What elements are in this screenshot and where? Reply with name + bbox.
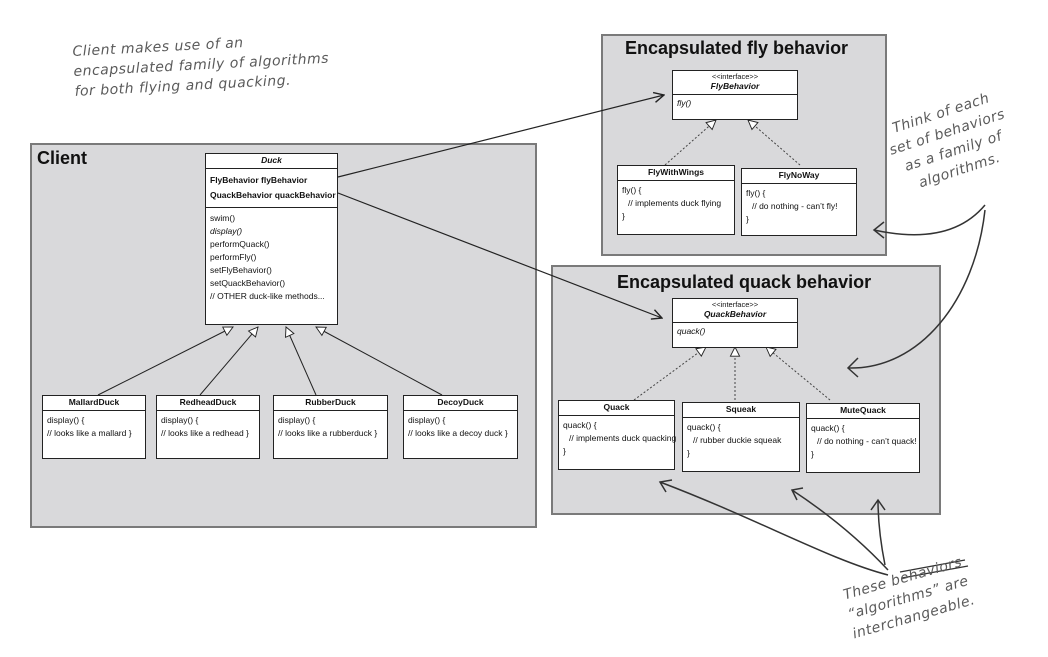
quackbehavior-association-arrow bbox=[337, 192, 662, 318]
strikethrough-scribble bbox=[899, 559, 969, 579]
redhead-inherits-line bbox=[199, 327, 258, 396]
redheadduck-line-1: display() { bbox=[161, 415, 199, 425]
rubberduck-class: RubberDuck display() { // looks like a r… bbox=[273, 395, 388, 459]
duck-field-quackbehavior: QuackBehavior quackBehavior bbox=[210, 190, 336, 200]
duck-method-setflybehavior: setFlyBehavior() bbox=[210, 265, 272, 275]
family-note-arrow-1-head bbox=[872, 221, 885, 239]
interchangeable-arrow-2 bbox=[791, 489, 889, 571]
redheadduck-line-2: // looks like a redhead } bbox=[161, 428, 249, 438]
flywithwings-class: FlyWithWings fly() { // implements duck … bbox=[617, 165, 735, 235]
duck-method-other: // OTHER duck-like methods... bbox=[210, 291, 325, 301]
quackbehavior-stereotype: <<interface>> bbox=[711, 300, 759, 309]
interchangeable-arrow-3 bbox=[877, 499, 886, 566]
quackbehavior-interface-name: QuackBehavior bbox=[703, 309, 767, 319]
mallardduck-line-1: display() { bbox=[47, 415, 85, 425]
fly-panel-title: Encapsulated fly behavior bbox=[625, 38, 849, 58]
quack-class: Quack quack() { // implements duck quack… bbox=[558, 400, 677, 470]
mallard-inherits-line bbox=[97, 327, 233, 396]
mutequack-realizes-line bbox=[766, 347, 831, 401]
flybehavior-interface: <<interface>> FlyBehavior fly() bbox=[672, 70, 798, 120]
flynoway-line-1: fly() { bbox=[746, 188, 766, 198]
mutequack-line-1: quack() { bbox=[811, 423, 845, 433]
quack-panel-title: Encapsulated quack behavior bbox=[617, 272, 872, 292]
decoyduck-line-1: display() { bbox=[408, 415, 446, 425]
squeak-line-2: // rubber duckie squeak bbox=[693, 435, 782, 445]
duck-class-name: Duck bbox=[261, 155, 282, 165]
quack-line-2: // implements duck quacking bbox=[569, 433, 677, 443]
mallardduck-class-name: MallardDuck bbox=[43, 396, 145, 411]
squeak-class: Squeak quack() { // rubber duckie squeak… bbox=[682, 402, 800, 472]
quack-class-name: Quack bbox=[559, 401, 674, 416]
flywithwings-line-1: fly() { bbox=[622, 185, 642, 195]
rubberduck-line-1: display() { bbox=[278, 415, 316, 425]
flynoway-class-name: FlyNoWay bbox=[742, 169, 856, 184]
quack-line-3: } bbox=[563, 446, 566, 456]
flybehavior-interface-name: FlyBehavior bbox=[710, 81, 760, 91]
quack-realizes-line bbox=[633, 347, 706, 401]
quack-line-1: quack() { bbox=[563, 420, 597, 430]
flybehavior-stereotype: <<interface>> bbox=[711, 72, 759, 81]
flynoway-line-3: } bbox=[746, 214, 749, 224]
squeak-class-name: Squeak bbox=[683, 403, 799, 418]
rubberduck-class-name: RubberDuck bbox=[274, 396, 387, 411]
squeak-line-3: } bbox=[687, 448, 690, 458]
quackbehavior-method-quack: quack() bbox=[677, 326, 706, 336]
rubber-inherits-line bbox=[286, 327, 317, 396]
interchangeable-arrow-3-head bbox=[870, 498, 886, 511]
decoyduck-class-name: DecoyDuck bbox=[404, 396, 517, 411]
redheadduck-class: RedheadDuck display() { // looks like a … bbox=[156, 395, 260, 459]
family-note-arrow-1 bbox=[873, 204, 986, 236]
interchangeable-arrow-1 bbox=[659, 481, 889, 576]
duck-method-performquack: performQuack() bbox=[210, 239, 270, 249]
mallardduck-line-2: // looks like a mallard } bbox=[47, 428, 132, 438]
duck-class: Duck FlyBehavior flyBehavior QuackBehavi… bbox=[205, 153, 338, 325]
family-note-arrow-2-head bbox=[846, 357, 859, 378]
flynoway-class: FlyNoWay fly() { // do nothing - can’t f… bbox=[741, 168, 857, 236]
interchangeable-arrow-2-head bbox=[790, 487, 804, 501]
decoy-inherits-line bbox=[316, 327, 443, 396]
decoyduck-class: DecoyDuck display() { // looks like a de… bbox=[403, 395, 518, 459]
duck-method-display: display() bbox=[210, 226, 243, 236]
flywithwings-line-3: } bbox=[622, 211, 625, 221]
duck-method-performfly: performFly() bbox=[210, 252, 257, 262]
client-panel-title: Client bbox=[37, 148, 88, 168]
mutequack-line-3: } bbox=[811, 449, 814, 459]
mallardduck-class: MallardDuck display() { // looks like a … bbox=[42, 395, 146, 459]
duck-field-flybehavior: FlyBehavior flyBehavior bbox=[210, 175, 308, 185]
family-note-arrow-2 bbox=[847, 209, 986, 369]
squeak-line-1: quack() { bbox=[687, 422, 721, 432]
mutequack-line-2: // do nothing - can’t quack! bbox=[817, 436, 917, 446]
flybehavior-association-arrow bbox=[337, 95, 664, 178]
flynoway-realizes-line bbox=[748, 120, 801, 166]
flywithwings-line-2: // implements duck flying bbox=[628, 198, 722, 208]
mutequack-class: MuteQuack quack() { // do nothing - can’… bbox=[806, 403, 920, 473]
duck-method-setquackbehavior: setQuackBehavior() bbox=[210, 278, 286, 288]
flywithwings-realizes-line bbox=[664, 120, 716, 166]
flynoway-line-2: // do nothing - can’t fly! bbox=[752, 201, 838, 211]
duck-method-swim: swim() bbox=[210, 213, 236, 223]
mutequack-class-name: MuteQuack bbox=[807, 404, 919, 419]
rubberduck-line-2: // looks like a rubberduck } bbox=[278, 428, 378, 438]
interchangeable-arrow-1-head bbox=[658, 479, 673, 493]
flybehavior-method-fly: fly() bbox=[677, 98, 692, 108]
quackbehavior-interface: <<interface>> QuackBehavior quack() bbox=[672, 298, 798, 348]
decoyduck-line-2: // looks like a decoy duck } bbox=[408, 428, 508, 438]
redheadduck-class-name: RedheadDuck bbox=[157, 396, 259, 411]
flywithwings-class-name: FlyWithWings bbox=[618, 166, 734, 181]
